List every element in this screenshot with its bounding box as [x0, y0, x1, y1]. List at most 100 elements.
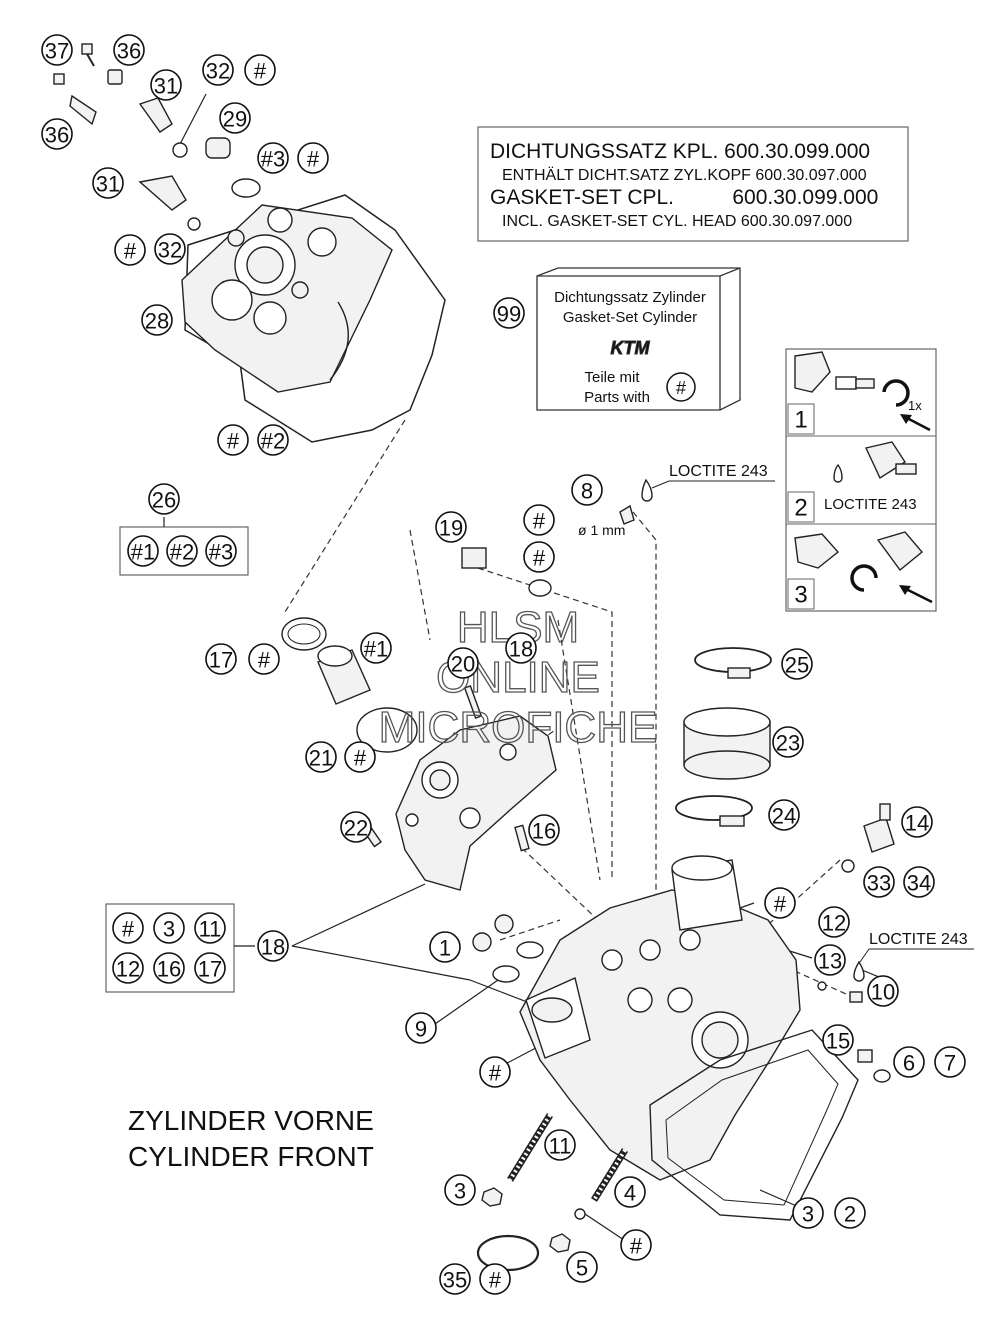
callout-label: 35: [443, 1268, 467, 1293]
callout-6: 6: [893, 1046, 925, 1078]
gasket-info-line-3: GASKET-SET CPL. 600.30.099.000: [490, 186, 878, 209]
callout-20: 20: [447, 647, 479, 679]
callout-hash: #: [479, 1056, 511, 1088]
callout-label: 12: [822, 911, 846, 936]
callout-hash: #: [620, 1229, 652, 1261]
step-instructions-panel: 1 2 3 1x LOCTITE 243: [785, 348, 937, 612]
callout-circle: [863, 866, 895, 898]
watermark: HLSM ONLINE MICROFICHE: [378, 602, 658, 752]
callout-label: 12: [116, 957, 140, 982]
callout-16: 16: [153, 952, 185, 984]
callout-label: #: [122, 917, 135, 942]
callout-9: 9: [405, 1012, 437, 1044]
callout-26: 26: [148, 483, 180, 515]
callout-23: 23: [772, 726, 804, 758]
callout-label: 21: [309, 746, 333, 771]
callout-22: 22: [340, 811, 372, 843]
callout-label: 25: [785, 653, 809, 678]
step-1-number: 1: [794, 407, 807, 434]
callout-circle: [493, 297, 525, 329]
callout-18: 18: [505, 632, 537, 664]
callout-circle: [257, 930, 289, 962]
callout-32: 32: [154, 233, 186, 265]
callout-circle: [439, 1263, 471, 1295]
studs-and-nuts: [476, 1113, 628, 1272]
callout-circle: [614, 1176, 646, 1208]
callout-3: 3: [153, 912, 185, 944]
gasket-info-line-1: DICHTUNGSSATZ KPL. 600.30.099.000: [490, 140, 870, 163]
step-2-note: LOCTITE 243: [824, 496, 917, 513]
gasket-set-package: Dichtungssatz Zylinder Gasket-Set Cylind…: [536, 267, 741, 411]
callout-circle: [360, 632, 392, 664]
callout-circle: [217, 424, 249, 456]
callout-circle: [166, 535, 198, 567]
callout-label: 32: [206, 59, 230, 84]
callout-circle: [219, 102, 251, 134]
callout-circle: [903, 866, 935, 898]
callout-31: 31: [92, 167, 124, 199]
callout-11: 11: [544, 1129, 576, 1161]
callout-circle: [764, 887, 796, 919]
callout-label: 16: [157, 957, 181, 982]
callout-label: 18: [509, 637, 533, 662]
callout-label: 37: [45, 39, 69, 64]
callout-circle: [505, 632, 537, 664]
callout-hash: #: [114, 234, 146, 266]
callout-circle: [112, 912, 144, 944]
callout-hash1: #1: [127, 535, 159, 567]
callout-circle: [523, 541, 555, 573]
callout-circle: [244, 54, 276, 86]
callout-34: 34: [903, 866, 935, 898]
callout-label: 3: [163, 917, 175, 942]
callout-circle: [148, 483, 180, 515]
callout-label: 8: [581, 479, 593, 504]
callout-17: 17: [194, 952, 226, 984]
callout-circle: [257, 424, 289, 456]
callout-circle: [92, 167, 124, 199]
callout-19: 19: [435, 511, 467, 543]
callout-hash3: #3: [257, 142, 289, 174]
callout-label: #: [489, 1268, 502, 1293]
callout-circle: [435, 511, 467, 543]
loctite-note-right: LOCTITE 243: [869, 931, 968, 948]
callout-hash2: #2: [166, 535, 198, 567]
callout-8: 8: [571, 474, 603, 506]
gasket-set-info-box: DICHTUNGSSATZ KPL. 600.30.099.000 ENTHÄL…: [477, 126, 909, 242]
callout-hash: #: [479, 1263, 511, 1295]
callout-circle: [818, 906, 850, 938]
callout-circle: [113, 34, 145, 66]
callout-37: 37: [41, 34, 73, 66]
callout-hash: #: [248, 643, 280, 675]
callout-label: #: [254, 59, 267, 84]
callout-label: 20: [451, 652, 475, 677]
callout-circle: [792, 1197, 824, 1229]
callout-circle: [781, 648, 813, 680]
callout-1: 1: [429, 931, 461, 963]
callout-10: 10: [867, 975, 899, 1007]
callout-25: 25: [781, 648, 813, 680]
callout-circle: [867, 975, 899, 1007]
callout-hash1: #1: [360, 632, 392, 664]
callout-hash: #: [523, 541, 555, 573]
callout-4: 4: [614, 1176, 646, 1208]
step-1-note: 1x: [908, 398, 922, 413]
callout-circle: [814, 944, 846, 976]
loctite-note-top: LOCTITE 243: [669, 463, 768, 480]
callout-label: #: [533, 509, 546, 534]
callout-label: 99: [497, 302, 521, 327]
callout-28: 28: [141, 304, 173, 336]
callout-label: #3: [209, 540, 233, 565]
callout-label: 19: [439, 516, 463, 541]
callout-label: 6: [903, 1051, 915, 1076]
callout-label: 33: [867, 871, 891, 896]
callout-label: 17: [209, 648, 233, 673]
callout-circle: [444, 1174, 476, 1206]
callout-label: 3: [454, 1179, 466, 1204]
callout-circle: [248, 643, 280, 675]
callout-circle: [194, 912, 226, 944]
callout-label: #: [533, 546, 546, 571]
callout-circle: [834, 1197, 866, 1229]
callout-circle: [202, 54, 234, 86]
package-text-4: Parts with: [584, 389, 650, 406]
